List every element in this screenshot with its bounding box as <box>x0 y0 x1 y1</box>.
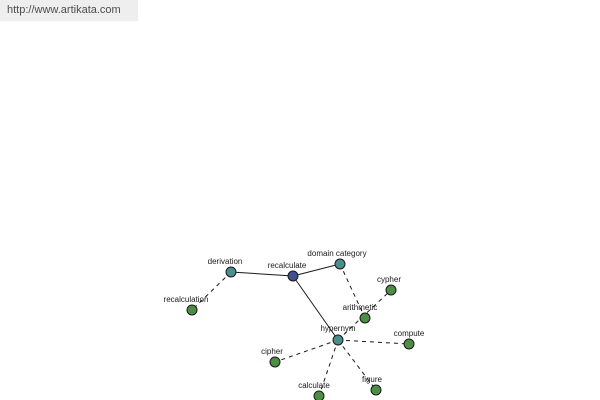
node-circle-cipher[interactable] <box>269 356 281 368</box>
node-recalculation[interactable]: recalculation <box>164 295 209 316</box>
edge-hypernym-figure <box>337 339 377 391</box>
node-label-hypernym[interactable]: hypernym <box>320 324 355 333</box>
node-label-cypher[interactable]: cypher <box>377 275 401 284</box>
node-circle-derivation[interactable] <box>225 266 237 278</box>
edge-recalculate-derivation <box>230 271 294 277</box>
node-circle-recalculation[interactable] <box>186 304 198 316</box>
site-url-link[interactable]: http://www.artikata.com <box>7 4 121 16</box>
node-figure[interactable]: figure <box>362 375 383 396</box>
edge-hypernym-compute <box>337 339 410 345</box>
node-domain-category[interactable]: domain category <box>307 249 367 270</box>
node-label-domain-category[interactable]: domain category <box>307 249 366 258</box>
node-circle-calculate[interactable] <box>313 390 325 400</box>
node-circle-recalculate[interactable] <box>287 270 299 282</box>
node-label-compute[interactable]: compute <box>394 329 425 338</box>
node-label-recalculate[interactable]: recalculate <box>268 261 307 270</box>
node-circle-figure[interactable] <box>370 384 382 396</box>
node-arithmetic[interactable]: arithmetic <box>343 303 378 324</box>
edge-recalculate-domain-category <box>292 263 341 277</box>
edge-derivation-recalculation <box>191 271 232 311</box>
edge-hypernym-calculate <box>318 339 339 397</box>
node-circle-domain-category[interactable] <box>334 258 346 270</box>
node-derivation[interactable]: derivation <box>208 257 243 278</box>
edge-hypernym-cipher <box>274 339 339 363</box>
url-banner: http://www.artikata.com <box>0 0 138 21</box>
node-label-cipher[interactable]: cipher <box>261 347 283 356</box>
node-label-derivation[interactable]: derivation <box>208 257 243 266</box>
node-circle-compute[interactable] <box>403 338 415 350</box>
graph-edges <box>191 263 410 397</box>
node-circle-arithmetic[interactable] <box>359 312 371 324</box>
node-circle-cypher[interactable] <box>385 284 397 296</box>
node-label-arithmetic[interactable]: arithmetic <box>343 303 378 312</box>
node-calculate[interactable]: calculate <box>298 381 330 400</box>
node-label-recalculation[interactable]: recalculation <box>164 295 209 304</box>
node-circle-hypernym[interactable] <box>332 334 344 346</box>
node-label-calculate[interactable]: calculate <box>298 381 330 390</box>
edge-domain-category-arithmetic <box>339 263 366 319</box>
node-compute[interactable]: compute <box>394 329 425 350</box>
graph-nodes: recalculate derivation domain category hype… <box>164 249 425 400</box>
node-cipher[interactable]: cipher <box>261 347 283 368</box>
node-hypernym[interactable]: hypernym <box>320 324 356 346</box>
node-recalculate[interactable]: recalculate <box>268 261 307 282</box>
node-cypher[interactable]: cypher <box>377 275 401 296</box>
node-label-figure[interactable]: figure <box>362 375 383 384</box>
edge-recalculate-hypernym <box>292 275 339 341</box>
